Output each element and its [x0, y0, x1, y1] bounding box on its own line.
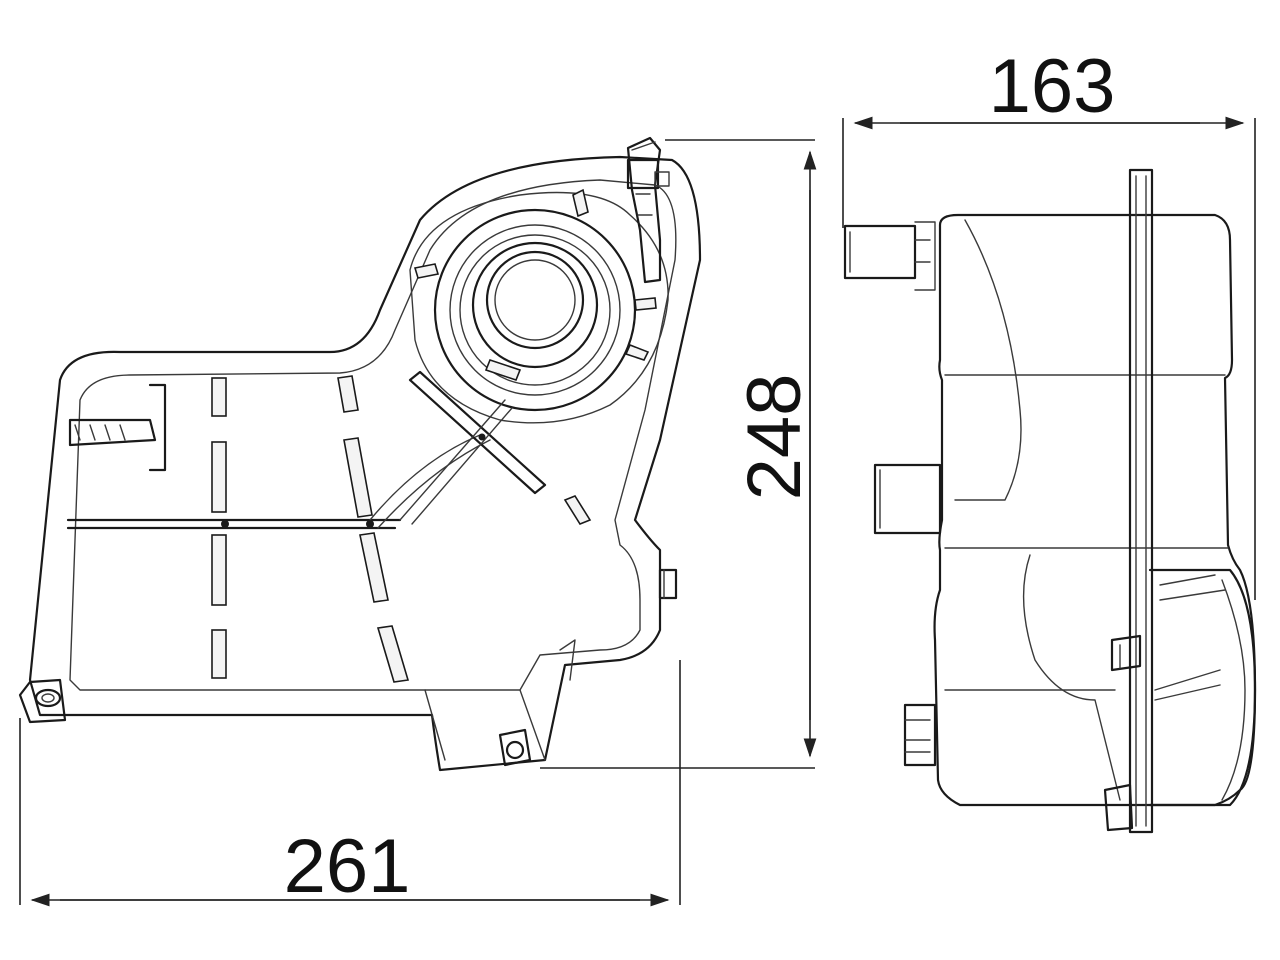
dimension-height-label: 248	[732, 374, 817, 501]
filler-neck-ring	[449, 224, 621, 396]
dimension-height: 248	[540, 139, 817, 769]
filler-cap-outer	[471, 241, 599, 369]
side-hose-stub-top	[843, 221, 936, 291]
tank-outline	[28, 155, 702, 772]
filler-cap-core	[494, 259, 576, 341]
dimension-width: 261	[19, 660, 681, 909]
side-body-outline	[933, 213, 1257, 807]
bottom-fitting	[424, 639, 576, 767]
tank-inner-contour	[69, 179, 677, 691]
filler-cap-inner	[485, 250, 585, 350]
side-view	[843, 168, 1257, 834]
side-contour-curve-2	[1022, 554, 1121, 801]
dimension-width-label: 261	[284, 824, 411, 909]
inlet-pipe	[626, 136, 670, 284]
filler-neck-ring-2	[459, 234, 611, 386]
side-contour-curve	[954, 219, 1022, 501]
level-sensor-port	[68, 383, 167, 472]
side-hose-stub-middle	[873, 463, 942, 535]
rib-node-3	[478, 433, 486, 441]
filler-neck-outer	[433, 208, 637, 412]
side-mounting-flange	[1103, 168, 1154, 834]
rib-node-2	[366, 520, 374, 528]
front-view	[18, 136, 702, 772]
baffle-horizontal	[66, 518, 402, 530]
side-sensor-connector	[903, 703, 937, 767]
housing-ribs	[413, 188, 657, 381]
mounting-eye	[18, 678, 67, 724]
rib-slots	[211, 375, 592, 683]
dimension-depth: 163	[842, 44, 1256, 600]
outlet-stub	[658, 568, 678, 600]
side-reservoir-dome	[1148, 568, 1257, 807]
baffle-cross-1	[408, 370, 547, 495]
filler-housing	[409, 191, 669, 424]
rib-node-1	[221, 520, 229, 528]
dimension-depth-label: 163	[989, 44, 1116, 129]
baffle-arc	[369, 434, 491, 529]
baffle-cross-2	[399, 399, 513, 525]
